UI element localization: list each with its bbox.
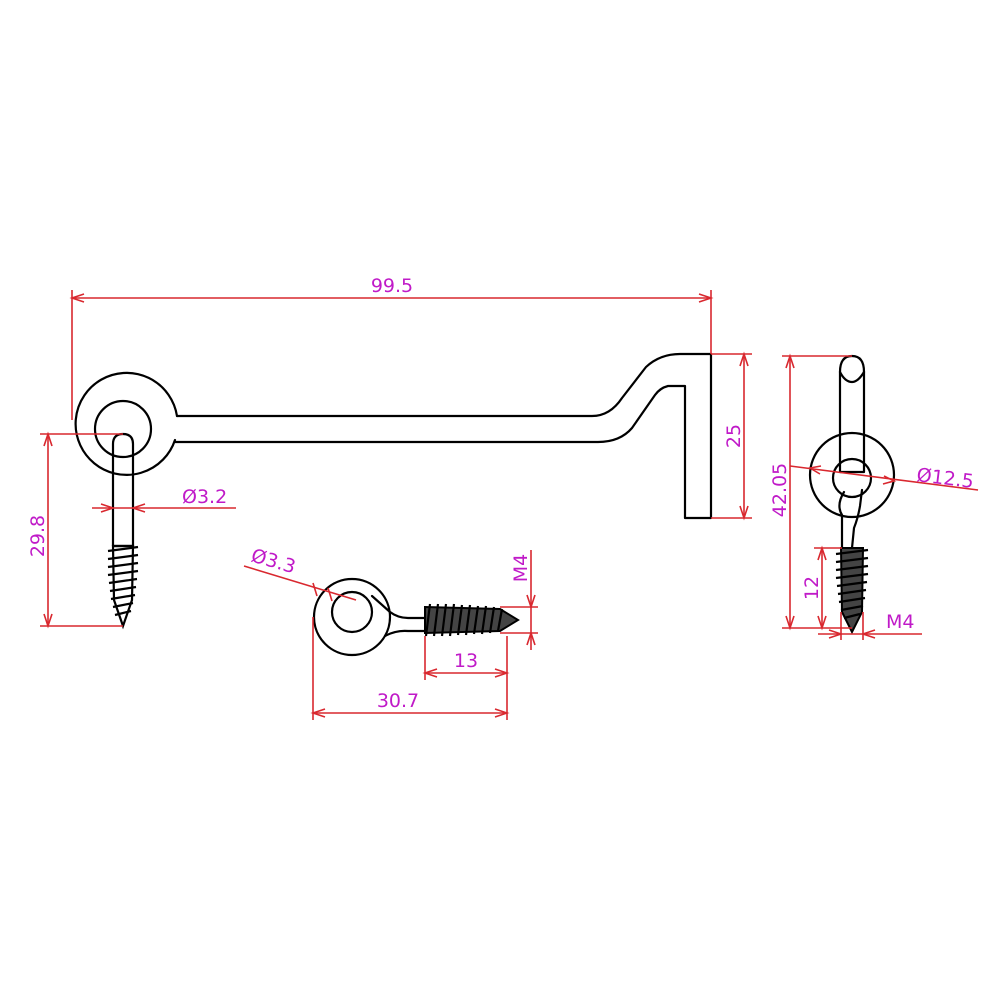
dim-text-eye-length: 30.7 (377, 690, 419, 712)
dim-text-thread-size-end: M4 (886, 611, 914, 633)
dimension-30-7: 30.7 (310, 617, 510, 720)
dimension-m4-side: M4 (500, 550, 538, 650)
dimension-99-5: 99.5 (69, 275, 714, 420)
dim-text-eye-total-height: 42.05 (769, 463, 791, 517)
screw-eye-left (107, 432, 139, 630)
dim-text-ring-dia: Ø3.3 (249, 545, 298, 579)
dim-text-hook-length: 99.5 (371, 275, 413, 297)
dimension-dia-3-2: Ø3.2 (92, 486, 236, 513)
dim-text-eye-outer-dia: Ø12.5 (915, 464, 975, 493)
screw-eye-end (808, 354, 896, 635)
dim-text-thread-size-side: M4 (510, 554, 532, 582)
dimension-12: 12 (801, 545, 842, 631)
dim-text-screw-eye-height: 29.8 (27, 515, 49, 557)
dimension-13: 13 (422, 636, 510, 720)
dimension-dia-12-5: Ø12.5 (789, 464, 979, 493)
screw-eye-side (312, 577, 520, 657)
dimension-dia-3-3: Ø3.3 (243, 545, 357, 602)
dim-text-thread-length: 13 (454, 650, 478, 672)
dimension-29-8: 29.8 (27, 431, 123, 629)
dim-text-hook-height: 25 (723, 424, 745, 448)
dim-text-wire-dia: Ø3.2 (182, 486, 227, 508)
hook-part (74, 352, 713, 520)
dimension-25: 25 (711, 351, 752, 521)
dimension-42-05: 42.05 (769, 353, 852, 631)
dimension-m4-end: M4 (818, 611, 922, 640)
dim-text-eye-thread-length: 12 (801, 576, 823, 600)
